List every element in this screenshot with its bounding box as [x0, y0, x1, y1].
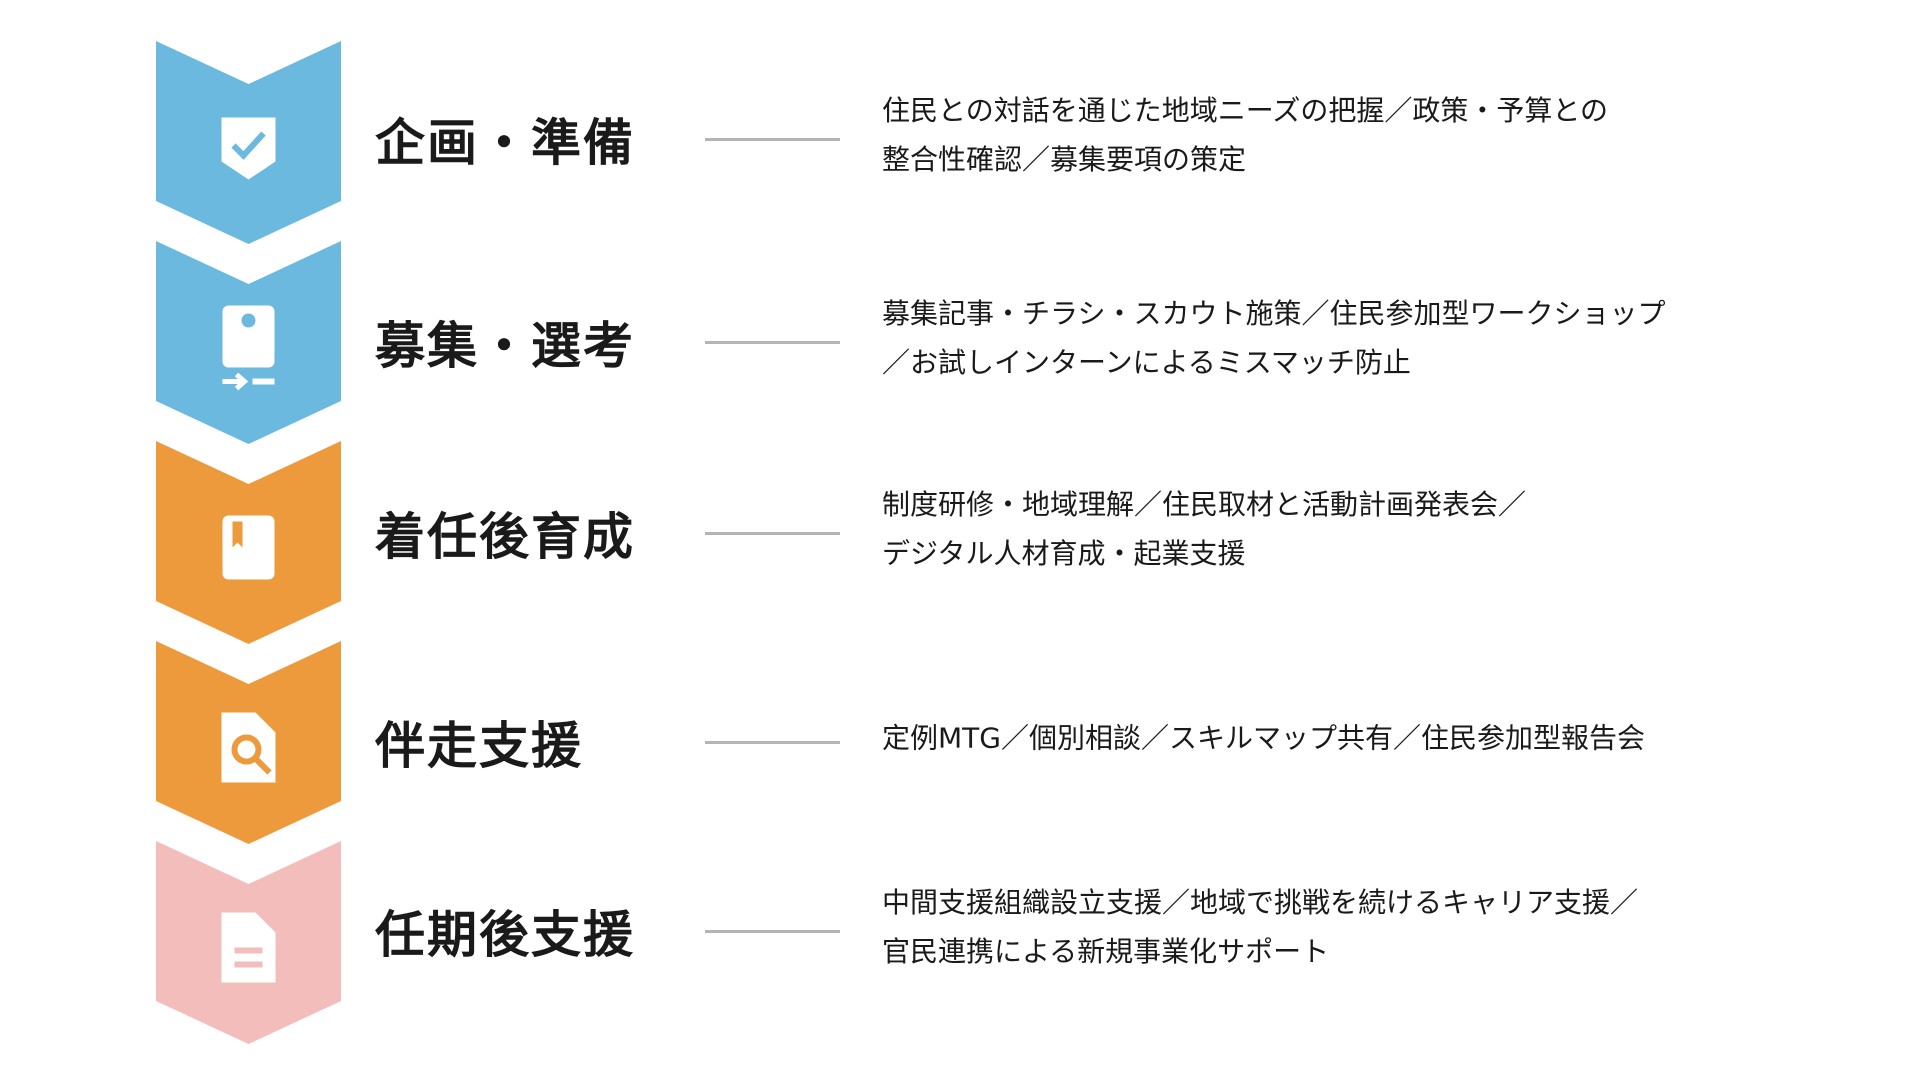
step-description: 住民との対話を通じた地域ニーズの把握／政策・予算との整合性確認／募集要項の策定 — [882, 86, 1608, 184]
step-title: 企画・準備 — [375, 114, 635, 172]
step-description: 中間支援組織設立支援／地域で挑戦を続けるキャリア支援／ 官民連携による新規事業化サ… — [882, 878, 1638, 976]
document-search-icon — [221, 712, 276, 783]
description-line: 定例MTG／個別相談／スキルマップ共有／住民参加型報告会 — [882, 721, 1645, 755]
description-line: 官民連携による新規事業化サポート — [882, 935, 1330, 968]
step-title: 伴走支援 — [375, 717, 583, 775]
step-description: 制度研修・地域理解／住民取材と活動計画発表会／ デジタル人材育成・起業支援 — [882, 480, 1526, 578]
description-line: 募集記事・チラシ・スカウト施策／住民参加型ワークショップ — [882, 297, 1666, 330]
step-title: 募集・選考 — [375, 317, 635, 375]
step-description: 定例MTG／個別相談／スキルマップ共有／住民参加型報告会 — [882, 714, 1645, 763]
step-title: 着任後育成 — [375, 508, 635, 566]
shield-check-icon — [221, 117, 276, 180]
id-card-transfer-icon — [222, 305, 275, 391]
description-line: 中間支援組織設立支援／地域で挑戦を続けるキャリア支援／ — [882, 886, 1639, 919]
description-line: ／お試しインターンによるミスマッチ防止 — [882, 346, 1411, 379]
description-line: デジタル人材育成・起業支援 — [882, 537, 1246, 570]
bookmark-book-icon — [222, 515, 275, 580]
connector-line — [705, 341, 840, 344]
step-description: 募集記事・チラシ・スカウト施策／住民参加型ワークショップ ／お試しインターンによる… — [882, 289, 1665, 387]
description-line: 住民との対話を通じた地域ニーズの把握／政策・予算との — [882, 94, 1609, 127]
connector-line — [705, 930, 840, 933]
connector-line — [705, 741, 840, 744]
document-icon — [221, 912, 276, 983]
connector-line — [705, 138, 840, 141]
step-title: 任期後支援 — [375, 906, 635, 964]
connector-line — [705, 532, 840, 535]
description-line: 制度研修・地域理解／住民取材と活動計画発表会／ — [882, 488, 1527, 521]
description-line: 整合性確認／募集要項の策定 — [882, 143, 1247, 176]
